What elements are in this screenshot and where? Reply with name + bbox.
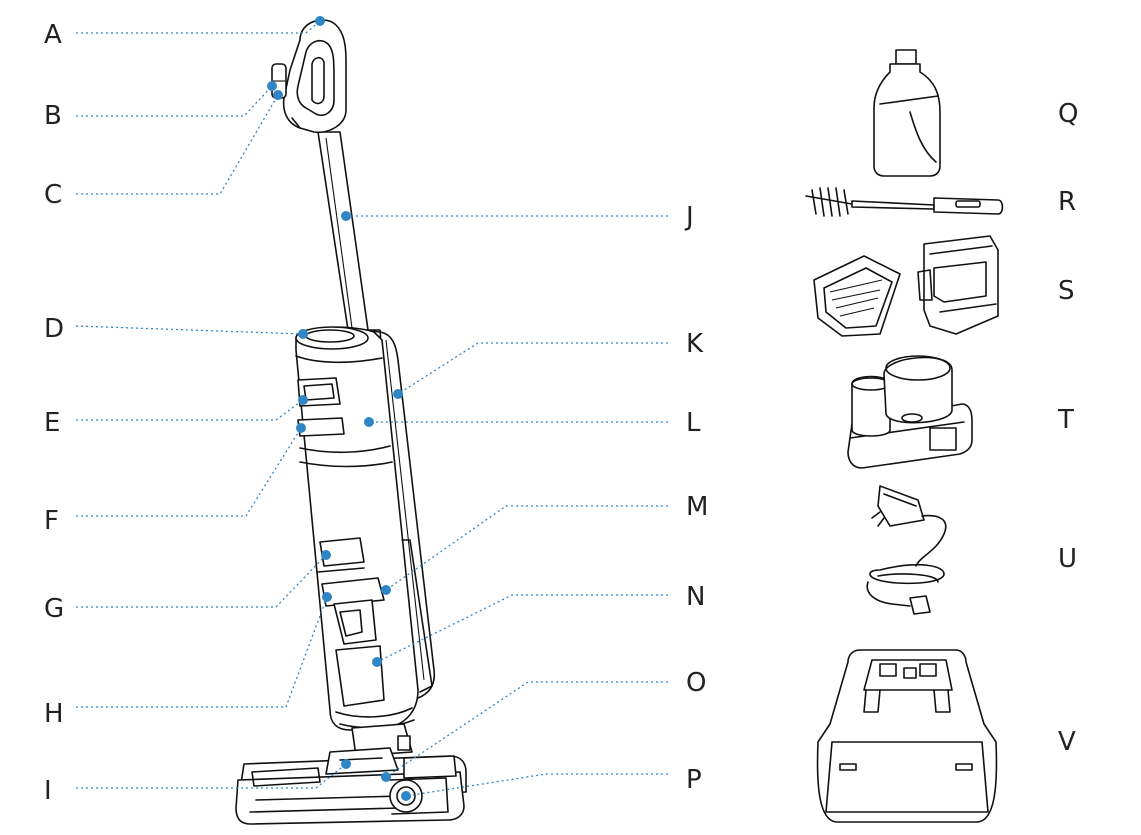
leader-lines xyxy=(75,20,668,797)
leader-line-n xyxy=(376,594,668,663)
leader-line-a xyxy=(76,20,321,34)
label-u: U xyxy=(1058,544,1077,574)
callout-dot-o xyxy=(381,772,391,782)
leader-line-k xyxy=(397,342,668,395)
label-o: O xyxy=(686,668,706,698)
leader-line-g xyxy=(76,554,327,608)
label-e: E xyxy=(44,408,60,438)
label-v: V xyxy=(1058,727,1076,757)
callout-dot-m xyxy=(381,585,391,595)
floor-head xyxy=(235,747,467,825)
label-i: I xyxy=(44,776,52,806)
callout-dot-d xyxy=(298,329,308,339)
leader-line-e xyxy=(76,399,304,421)
leader-line-h xyxy=(76,596,328,708)
label-m: M xyxy=(686,492,708,522)
leader-dots xyxy=(267,16,411,801)
callout-dot-k xyxy=(393,389,403,399)
charging-dock xyxy=(847,355,973,469)
label-p: P xyxy=(686,765,702,795)
cleaning-solution-bottle xyxy=(873,49,941,177)
callout-dot-j xyxy=(341,211,351,221)
label-c: C xyxy=(44,180,62,210)
callout-dot-f xyxy=(296,423,306,433)
callout-dot-l xyxy=(364,417,374,427)
label-t: T xyxy=(1057,405,1074,435)
leader-line-p xyxy=(405,773,668,797)
callout-dot-p xyxy=(401,791,411,801)
callout-dot-i xyxy=(341,759,351,769)
leader-line-m xyxy=(385,505,668,591)
callout-dot-g xyxy=(321,550,331,560)
brush-head-tray xyxy=(816,649,998,823)
filter-set xyxy=(813,235,999,337)
callout-dot-n xyxy=(372,657,382,667)
label-k: K xyxy=(686,329,704,359)
cleaning-brush xyxy=(805,187,1004,217)
callout-dot-b xyxy=(267,81,277,91)
label-h: H xyxy=(44,699,64,729)
labels: A B C D E F G H I J K L M N O P Q R S T … xyxy=(44,20,1078,806)
callout-dot-a xyxy=(315,16,325,26)
callout-dot-e xyxy=(298,395,308,405)
callout-dot-h xyxy=(322,592,332,602)
leader-line-b xyxy=(76,85,273,117)
vacuum-illustration xyxy=(235,19,467,825)
label-j: J xyxy=(684,202,694,232)
handle xyxy=(271,19,347,134)
label-n: N xyxy=(686,582,705,612)
leader-line-c xyxy=(76,94,279,195)
label-s: S xyxy=(1058,276,1075,306)
callout-dot-c xyxy=(273,90,283,100)
label-f: F xyxy=(44,506,59,536)
leader-line-d xyxy=(75,325,304,335)
label-b: B xyxy=(44,101,62,131)
power-adapter xyxy=(866,485,947,615)
leader-line-o xyxy=(385,681,668,778)
label-a: A xyxy=(44,20,62,50)
leader-line-i xyxy=(76,763,347,789)
label-r: R xyxy=(1058,187,1076,217)
label-g: G xyxy=(44,594,64,624)
leader-line-f xyxy=(76,427,302,517)
label-d: D xyxy=(44,314,64,344)
vacuum-body xyxy=(295,326,436,757)
label-l: L xyxy=(686,408,701,438)
label-q: Q xyxy=(1058,99,1078,129)
